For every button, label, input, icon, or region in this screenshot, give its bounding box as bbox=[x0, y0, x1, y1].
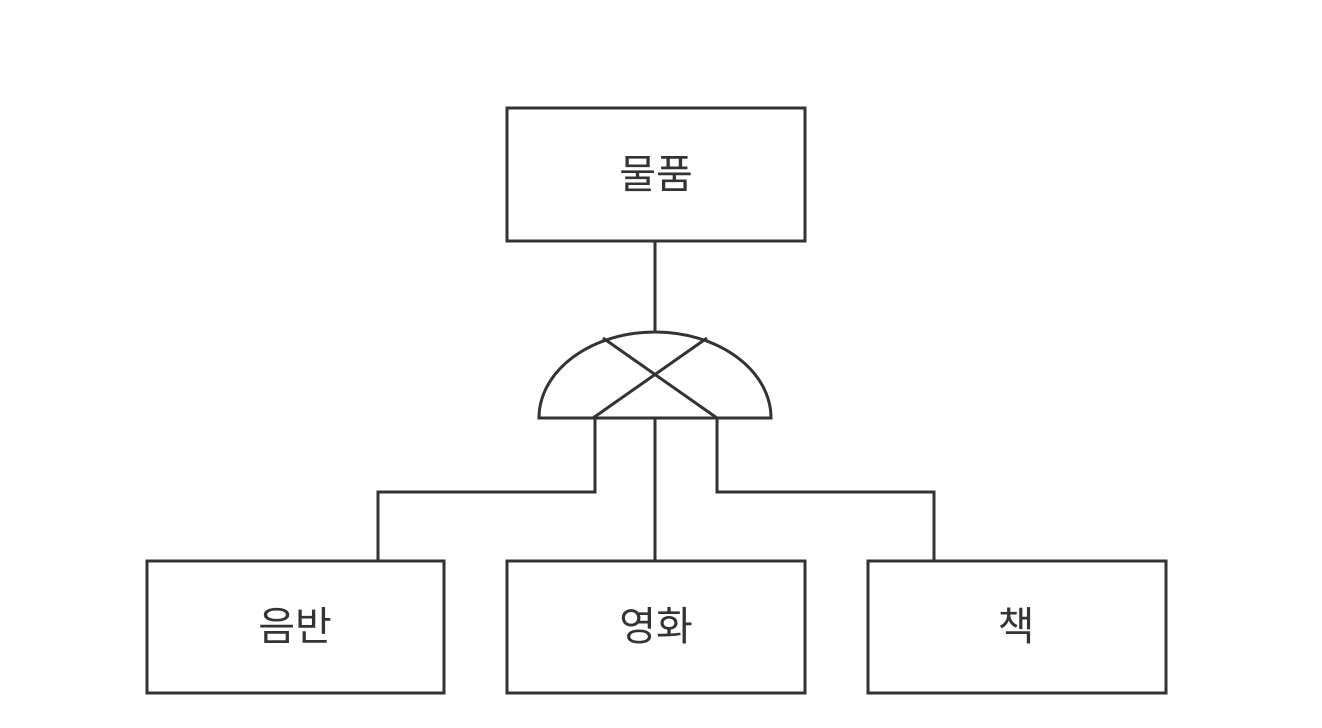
gate-to-child-book-line bbox=[715, 418, 936, 561]
entity-parent: 물품 bbox=[505, 106, 807, 243]
entity-parent-box bbox=[505, 106, 807, 243]
entity-child-book: 책 bbox=[866, 559, 1168, 695]
disjoint-gate bbox=[537, 330, 773, 420]
entity-parent-label: 물품 bbox=[619, 152, 693, 198]
entity-child-movie-label: 영화 bbox=[619, 604, 693, 650]
gate-to-child-music-line bbox=[376, 418, 597, 561]
entity-child-book-label: 책 bbox=[998, 604, 1035, 650]
connector-lines bbox=[376, 242, 936, 561]
entity-child-movie-box bbox=[505, 559, 807, 695]
disjoint-cross-icon bbox=[592, 336, 718, 420]
entity-child-movie: 영화 bbox=[505, 559, 807, 695]
entity-child-music-box bbox=[145, 559, 446, 695]
entity-child-book-box bbox=[866, 559, 1168, 695]
entity-child-music-label: 음반 bbox=[258, 604, 332, 650]
entity-child-music: 음반 bbox=[145, 559, 446, 695]
